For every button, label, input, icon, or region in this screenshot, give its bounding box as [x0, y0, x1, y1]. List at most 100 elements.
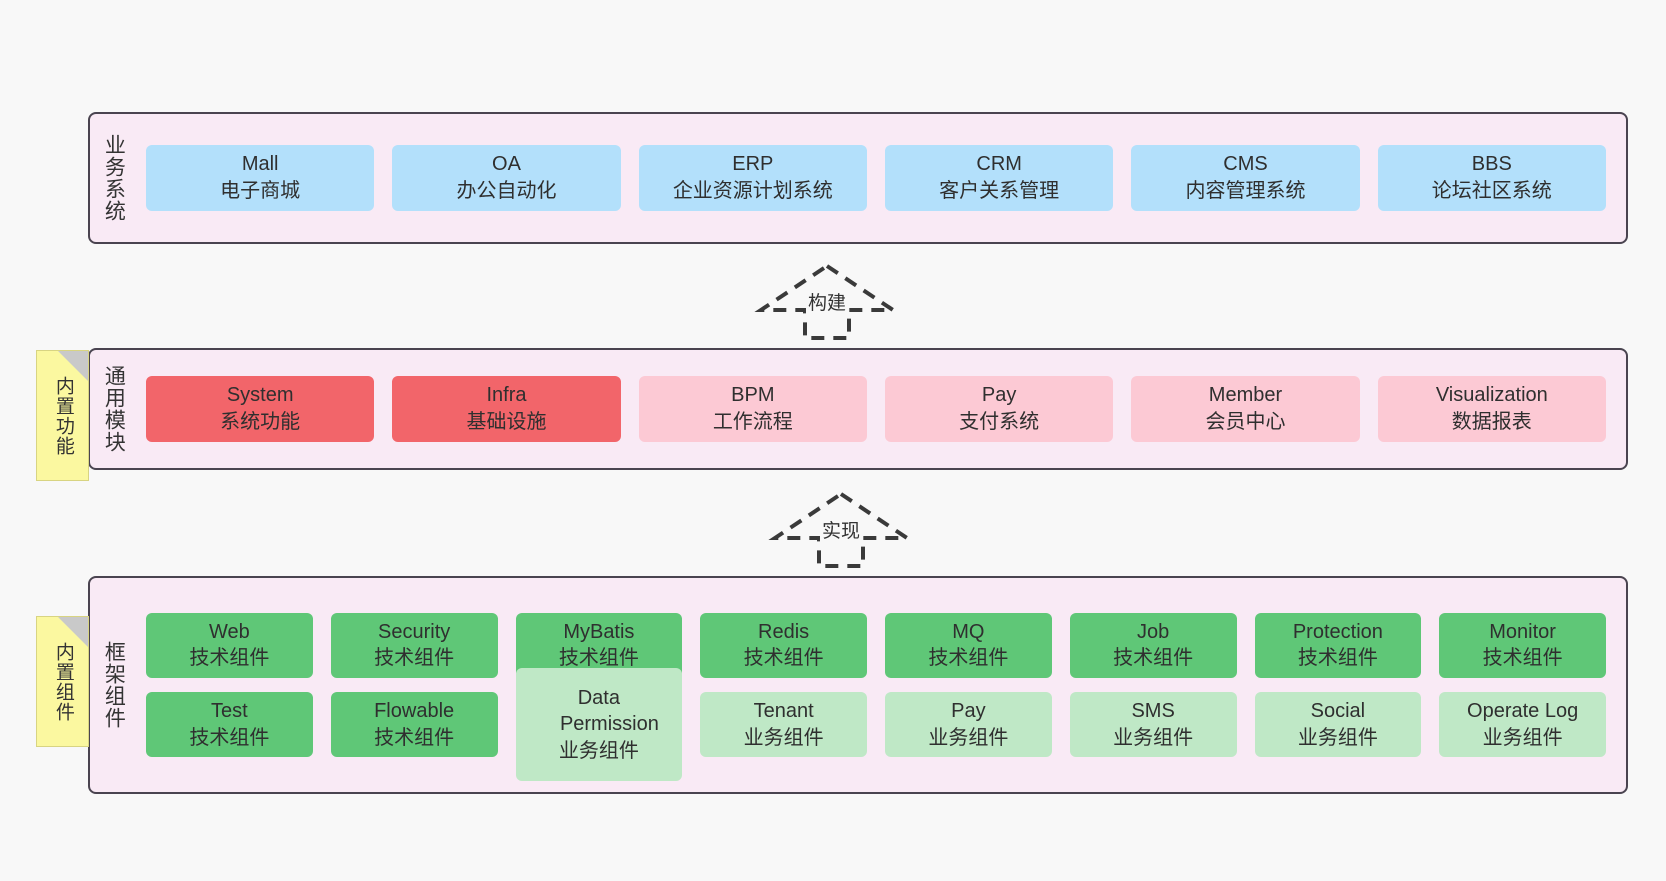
box-erp-title: ERP — [732, 153, 774, 176]
box-test[interactable]: Test 技术组件 — [146, 692, 313, 758]
box-data-permission-subtitle: 业务组件 — [558, 739, 639, 762]
box-mq-subtitle: 技术组件 — [928, 647, 1009, 670]
note-builtin-function-label: 内置功能 — [52, 375, 74, 456]
box-system-subtitle: 系统功能 — [220, 411, 301, 433]
arrow-build-label: 构建 — [805, 288, 849, 315]
box-monitor-title: Monitor — [1489, 620, 1556, 643]
box-system[interactable]: System 系统功能 — [146, 376, 375, 442]
box-visualization-subtitle: 数据报表 — [1451, 411, 1532, 433]
layer-common-module: 通用模块 System 系统功能 Infra 基础设施 BPM 工作流程 Pay… — [88, 348, 1628, 470]
arrow-build: 构建 — [754, 262, 900, 340]
box-erp-subtitle: 企业资源计划系统 — [672, 180, 833, 202]
box-bpm[interactable]: BPM 工作流程 — [638, 376, 867, 442]
box-mybatis[interactable]: MyBatis 技术组件 — [515, 612, 683, 678]
box-mq[interactable]: MQ 技术组件 — [885, 612, 1052, 678]
layer-body-framework-component: Web 技术组件 Security 技术组件 MyBatis 技术组件 Redi… — [136, 578, 1626, 792]
box-test-title: Test — [211, 700, 248, 722]
box-bbs-subtitle: 论坛社区系统 — [1431, 180, 1552, 202]
box-infra-subtitle: 基础设施 — [466, 411, 547, 433]
box-pay-module[interactable]: Pay 支付系统 — [884, 376, 1114, 442]
box-redis-subtitle: 技术组件 — [743, 647, 824, 670]
box-bpm-title: BPM — [731, 384, 775, 407]
layer-body-common-module: System 系统功能 Infra 基础设施 BPM 工作流程 Pay 支付系统… — [136, 350, 1626, 468]
box-pay-module-title: Pay — [981, 384, 1017, 407]
layer-title-business-system: 业务系统 — [102, 134, 126, 222]
arrow-implement-label: 实现 — [819, 516, 863, 543]
layer-title-common-module: 通用模块 — [102, 365, 126, 453]
box-pay-component[interactable]: Pay 业务组件 — [885, 692, 1052, 758]
box-job[interactable]: Job 技术组件 — [1069, 612, 1237, 678]
box-pay-module-subtitle: 支付系统 — [959, 411, 1040, 433]
box-bbs[interactable]: BBS 论坛社区系统 — [1377, 145, 1606, 211]
box-oa-title: OA — [492, 153, 521, 176]
box-oa-subtitle: 办公自动化 — [456, 180, 557, 202]
box-security-subtitle: 技术组件 — [374, 647, 455, 670]
box-data-permission[interactable]: Data Permission 业务组件 — [515, 668, 683, 782]
box-job-subtitle: 技术组件 — [1113, 647, 1194, 670]
box-bbs-title: BBS — [1471, 153, 1512, 176]
layer-business-system: 业务系统 Mall 电子商城 OA 办公自动化 ERP 企业资源计划系统 CRM… — [88, 112, 1628, 244]
box-pay-component-title: Pay — [951, 700, 986, 722]
arrow-implement: 实现 — [768, 490, 914, 568]
box-data-permission-title: Data Permission — [559, 686, 659, 736]
row-tech-components: Web 技术组件 Security 技术组件 MyBatis 技术组件 Redi… — [146, 612, 1606, 678]
note-builtin-component: 内置组件 — [36, 616, 89, 747]
box-oa[interactable]: OA 办公自动化 — [392, 145, 621, 211]
box-web-subtitle: 技术组件 — [189, 647, 270, 670]
row-business-systems: Mall 电子商城 OA 办公自动化 ERP 企业资源计划系统 CRM 客户关系… — [146, 145, 1606, 211]
box-social[interactable]: Social 业务组件 — [1254, 692, 1422, 758]
box-crm[interactable]: CRM 客户关系管理 — [884, 145, 1114, 211]
box-job-title: Job — [1137, 620, 1170, 643]
box-monitor-subtitle: 技术组件 — [1482, 647, 1563, 670]
box-infra[interactable]: Infra 基础设施 — [392, 376, 621, 442]
box-sms-subtitle: 业务组件 — [1113, 726, 1194, 749]
box-visualization[interactable]: Visualization 数据报表 — [1377, 376, 1606, 442]
box-social-title: Social — [1310, 700, 1366, 722]
box-flowable[interactable]: Flowable 技术组件 — [330, 692, 498, 758]
box-tenant-title: Tenant — [753, 700, 814, 722]
row-common-modules: System 系统功能 Infra 基础设施 BPM 工作流程 Pay 支付系统… — [146, 376, 1606, 442]
box-redis-title: Redis — [758, 620, 810, 643]
box-flowable-subtitle: 技术组件 — [374, 726, 455, 749]
box-sms-title: SMS — [1131, 700, 1175, 722]
box-member[interactable]: Member 会员中心 — [1131, 376, 1360, 442]
box-web[interactable]: Web 技术组件 — [146, 612, 313, 678]
box-flowable-title: Flowable — [374, 700, 455, 722]
box-cms-subtitle: 内容管理系统 — [1185, 180, 1306, 202]
layer-body-business-system: Mall 电子商城 OA 办公自动化 ERP 企业资源计划系统 CRM 客户关系… — [136, 114, 1626, 242]
box-operate-log-title: Operate Log — [1467, 700, 1579, 722]
box-operate-log-subtitle: 业务组件 — [1482, 726, 1563, 749]
box-operate-log[interactable]: Operate Log 业务组件 — [1439, 692, 1606, 758]
note-builtin-function: 内置功能 — [36, 350, 89, 481]
box-mybatis-subtitle: 技术组件 — [558, 647, 639, 670]
box-redis[interactable]: Redis 技术组件 — [700, 612, 867, 678]
row-business-components: Test 技术组件 Flowable 技术组件 Data Permission … — [146, 668, 1606, 782]
box-protection-subtitle: 技术组件 — [1297, 647, 1378, 670]
box-visualization-title: Visualization — [1435, 384, 1548, 407]
layer-framework-component: 框架组件 Web 技术组件 Security 技术组件 MyBatis 技术组件… — [88, 576, 1628, 794]
box-mall[interactable]: Mall 电子商城 — [146, 145, 375, 211]
box-protection[interactable]: Protection 技术组件 — [1254, 612, 1422, 678]
note-fold-corner-icon — [58, 351, 88, 381]
box-member-subtitle: 会员中心 — [1205, 411, 1286, 433]
box-infra-title: Infra — [486, 384, 527, 407]
box-mq-title: MQ — [952, 620, 985, 643]
box-security[interactable]: Security 技术组件 — [330, 612, 498, 678]
box-protection-title: Protection — [1292, 620, 1383, 643]
box-monitor[interactable]: Monitor 技术组件 — [1439, 612, 1606, 678]
box-mybatis-title: MyBatis — [563, 620, 635, 643]
note-builtin-component-label: 内置组件 — [52, 641, 74, 722]
box-crm-title: CRM — [976, 153, 1022, 176]
layer-title-framework-component: 框架组件 — [102, 641, 126, 729]
box-cms[interactable]: CMS 内容管理系统 — [1131, 145, 1360, 211]
box-tenant[interactable]: Tenant 业务组件 — [700, 692, 867, 758]
box-crm-subtitle: 客户关系管理 — [939, 180, 1060, 202]
box-test-subtitle: 技术组件 — [189, 726, 270, 749]
box-security-title: Security — [378, 620, 451, 643]
box-sms[interactable]: SMS 业务组件 — [1069, 692, 1237, 758]
box-erp[interactable]: ERP 企业资源计划系统 — [638, 145, 867, 211]
note-fold-corner-icon — [58, 617, 88, 647]
box-tenant-subtitle: 业务组件 — [743, 726, 824, 749]
box-system-title: System — [226, 384, 294, 407]
